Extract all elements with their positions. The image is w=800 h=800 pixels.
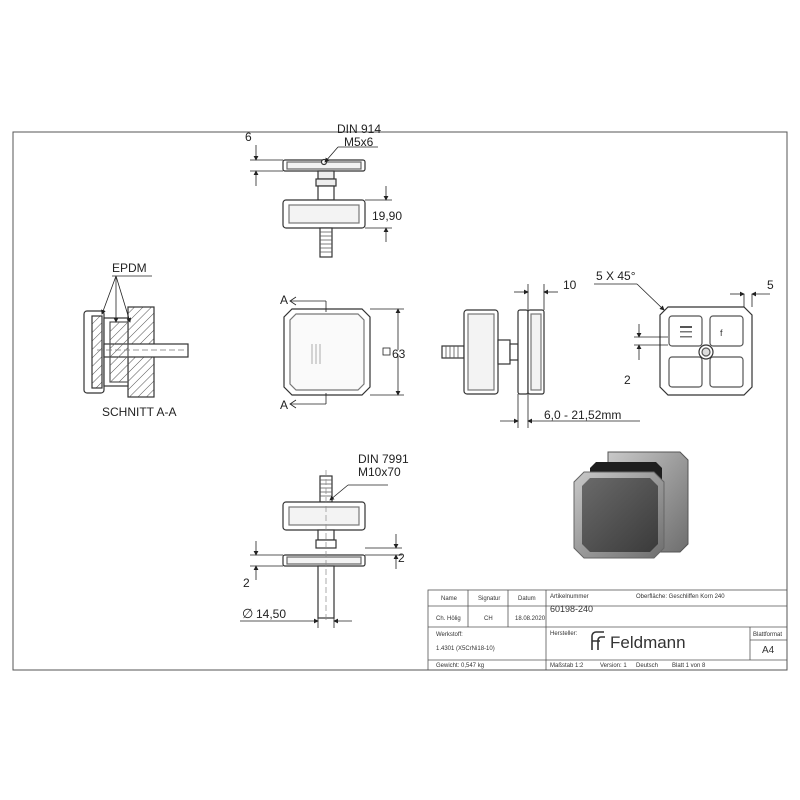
dim-height	[365, 186, 392, 242]
din914-label: DIN 914	[337, 122, 381, 136]
dim-depth	[514, 284, 558, 310]
tb-col-name: Name	[441, 596, 458, 602]
front-view	[283, 308, 371, 396]
tb-hersteller-label: Hersteller:	[550, 631, 578, 637]
dim-glass-range	[500, 394, 640, 428]
din7991-label: DIN 7991	[358, 452, 409, 466]
dim-bottom2-text: 2	[398, 551, 405, 565]
tb-blattformat-label: Blattformat	[753, 632, 782, 638]
din914-leader	[324, 146, 378, 163]
tb-sig-val: CH	[484, 616, 493, 622]
dim-bottom	[240, 534, 402, 628]
tb-gewicht: Gewicht: 0,547 kg	[436, 663, 484, 669]
section-marks	[289, 296, 327, 409]
dim-diameter-symbol: ∅	[242, 606, 253, 621]
tb-blatt: Blatt 1 von 8	[672, 663, 706, 669]
din7991-leader	[329, 484, 388, 501]
drawing-frame	[12, 131, 788, 671]
tb-oberflaeche: Oberfläche: Geschliffen Korn 240	[636, 594, 725, 600]
section-view	[83, 306, 189, 398]
dim-chamfer-text: 5 X 45°	[596, 269, 636, 283]
bottom-view	[282, 470, 366, 622]
dim-chamfer5-text: 5	[767, 278, 774, 292]
tb-werkstoff: 1.4301 (X5CrNi18-10)	[436, 646, 495, 652]
dim-left2-text: 2	[243, 576, 250, 590]
tb-brand: Feldmann	[610, 633, 686, 652]
dim-square-text: 63	[392, 347, 406, 361]
epdm-leaders	[101, 275, 152, 323]
dim-chamfer	[594, 283, 770, 360]
m10x70-label: M10x70	[358, 465, 401, 479]
section-title: SCHNITT A-A	[102, 405, 176, 419]
tb-version: Version: 1	[600, 663, 627, 669]
feldmann-logo-icon	[591, 631, 605, 650]
side-view	[441, 309, 545, 395]
m5x6-label: M5x6	[344, 135, 374, 149]
tb-col-datum: Datum	[518, 596, 536, 602]
section-mark-top: A	[280, 293, 288, 307]
tb-massstab: Maßstab 1:2	[550, 663, 584, 669]
dim-top-thickness-text: 6	[245, 130, 252, 144]
dim-top-thickness	[250, 145, 283, 186]
tb-col-signatur: Signatur	[478, 596, 500, 602]
tb-name-val: Ch. Hölig	[436, 616, 461, 622]
product-render	[573, 451, 689, 559]
tb-blattformat: A4	[762, 645, 775, 656]
dim-diameter-text: 14,50	[256, 607, 286, 621]
section-mark-bottom: A	[280, 398, 288, 412]
tb-date-val: 18.08.2020	[515, 616, 546, 622]
tb-artikelnummer: 60198-240	[550, 604, 593, 614]
svg-text:f: f	[720, 328, 723, 338]
dim-glass-range-text: 6,0 - 21,52mm	[544, 408, 621, 422]
dim-offset2-text: 2	[624, 373, 631, 387]
epdm-label: EPDM	[112, 261, 147, 275]
tb-artikelnummer-label: Artikelnummer	[550, 594, 589, 600]
back-view: f	[659, 306, 753, 396]
tb-werkstoff-label: Werkstoff:	[436, 632, 463, 638]
title-block	[427, 589, 788, 671]
top-view	[282, 158, 366, 258]
tb-sprache: Deutsch	[636, 663, 658, 669]
dim-depth-text: 10	[563, 278, 577, 292]
dim-height-text: 19,90	[372, 209, 402, 223]
dim-square	[370, 308, 404, 396]
